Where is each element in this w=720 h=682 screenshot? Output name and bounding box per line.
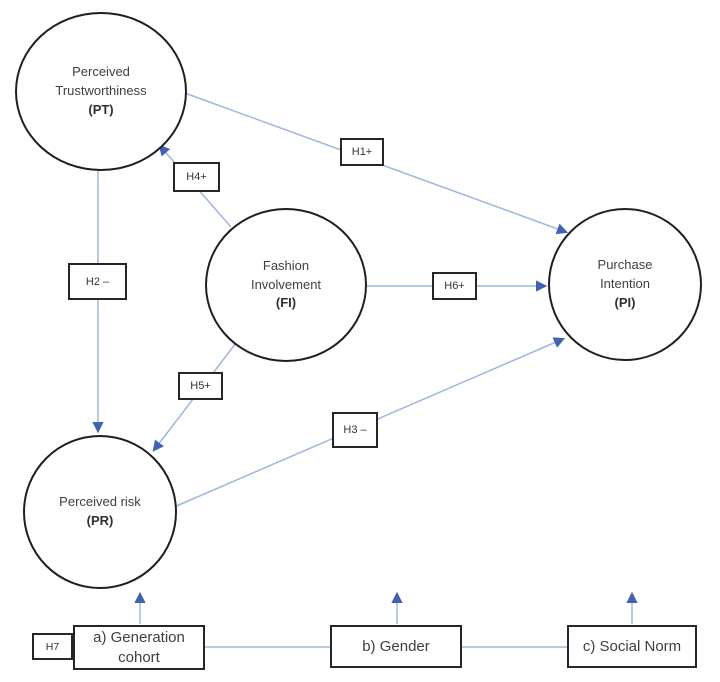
node-abbreviation: (FI) xyxy=(275,295,297,311)
node-purchase-intention: Purchase Intention (PI) xyxy=(548,208,702,361)
moderator-generation-cohort: a) Generation cohort xyxy=(73,625,205,670)
hypothesis-label-h6: H6+ xyxy=(432,272,477,300)
moderator-social-norm: c) Social Norm xyxy=(567,625,697,668)
node-abbreviation: (PI) xyxy=(614,294,636,310)
hypothesis-label-h3: H3 – xyxy=(332,412,378,448)
moderator-gender: b) Gender xyxy=(330,625,462,668)
node-perceived-risk: Perceived risk (PR) xyxy=(23,435,177,589)
node-abbreviation: (PR) xyxy=(86,513,114,528)
node-fashion-involvement: Fashion Involvement (FI) xyxy=(205,208,367,362)
node-label-line: Intention xyxy=(600,276,650,292)
hypothesis-label-h4: H4+ xyxy=(173,162,220,192)
hypothesis-label-h5: H5+ xyxy=(178,372,223,400)
node-abbreviation: (PT) xyxy=(88,101,114,117)
node-label-line: Purchase xyxy=(597,257,653,273)
node-perceived-trustworthiness: Perceived Trustworthiness (PT) xyxy=(15,12,187,171)
hypothesis-label-h1: H1+ xyxy=(340,138,384,166)
node-label-line: Involvement xyxy=(250,276,322,292)
hypothesis-label-h2: H2 – xyxy=(68,263,127,300)
node-label-line: Trustworthiness xyxy=(55,83,147,99)
hypothesis-label-h7: H7 xyxy=(32,633,73,660)
node-label-line: Perceived xyxy=(72,64,130,80)
node-label-line: Fashion xyxy=(262,257,310,273)
node-label-line: Perceived risk xyxy=(59,494,141,510)
